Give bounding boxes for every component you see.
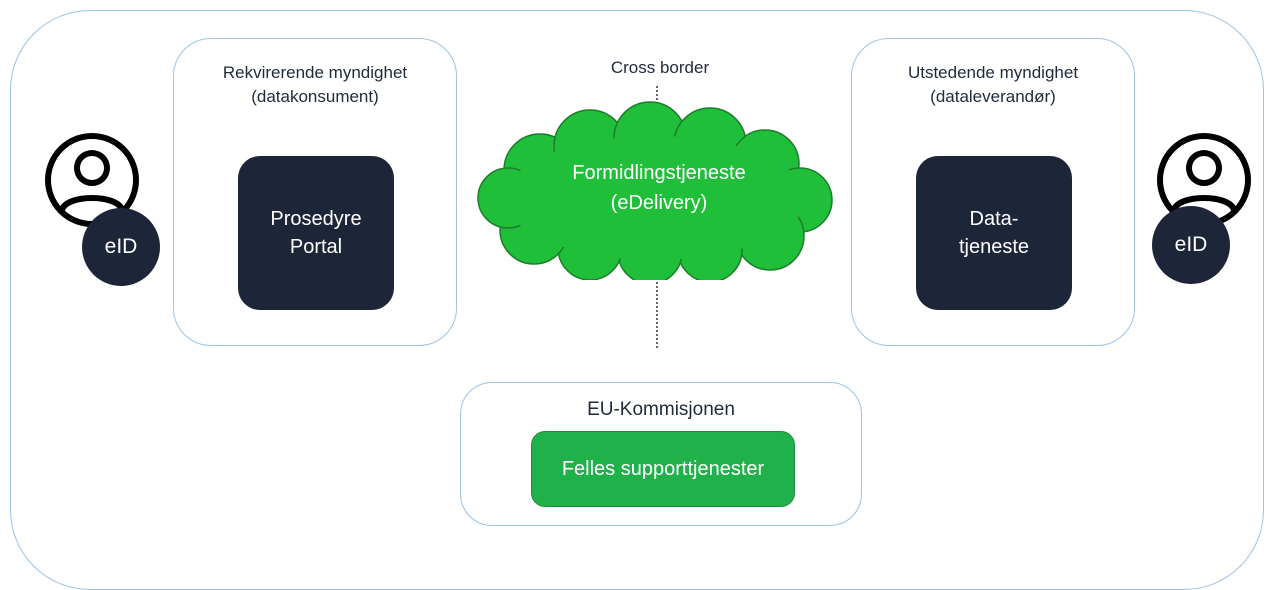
common-support-services[interactable]: Felles supporttjenester <box>531 431 795 507</box>
procedure-portal-line2: Portal <box>289 236 343 258</box>
requesting-authority: Rekvirerende myndighet (datakonsument) P… <box>173 38 457 346</box>
eid-badge-right: eID <box>1152 206 1230 284</box>
cross-border-label: Cross border <box>610 58 710 77</box>
cloud-icon <box>477 101 833 280</box>
user-circle-icon <box>1157 133 1251 227</box>
issuing-authority-title: Utstedende myndighet (dataleverandør) <box>852 61 1134 109</box>
issuing-authority: Utstedende myndighet (dataleverandør) Da… <box>851 38 1135 346</box>
issuing-authority-title-line1: Utstedende myndighet <box>907 63 1079 82</box>
procedure-portal-line1: Prosedyre <box>270 208 362 230</box>
left-user: eID <box>28 130 188 290</box>
eid-badge-left: eID <box>82 208 160 286</box>
delivery-cloud-label: Formidlingstjeneste (eDelivery) <box>470 158 848 218</box>
data-service-box[interactable]: Data- tjeneste <box>916 156 1072 310</box>
requesting-authority-title: Rekvirerende myndighet (datakonsument) <box>174 61 456 109</box>
cloud-line1: Formidlingstjeneste <box>572 162 746 184</box>
right-user: eID <box>1140 130 1275 290</box>
requesting-authority-title-line1: Rekvirerende myndighet <box>222 63 408 82</box>
eu-commission-box: EU-Kommisjonen Felles supporttjenester <box>460 382 862 526</box>
requesting-authority-title-line2: (datakonsument) <box>251 87 379 106</box>
data-service-line1: Data- <box>969 208 1019 230</box>
procedure-portal-box[interactable]: Prosedyre Portal <box>238 156 394 310</box>
data-service-line2: tjeneste <box>958 236 1030 258</box>
issuing-authority-title-line2: (dataleverandør) <box>930 87 1056 106</box>
cloud-line2: (eDelivery) <box>610 192 708 214</box>
eu-commission-title: EU-Kommisjonen <box>587 399 735 420</box>
